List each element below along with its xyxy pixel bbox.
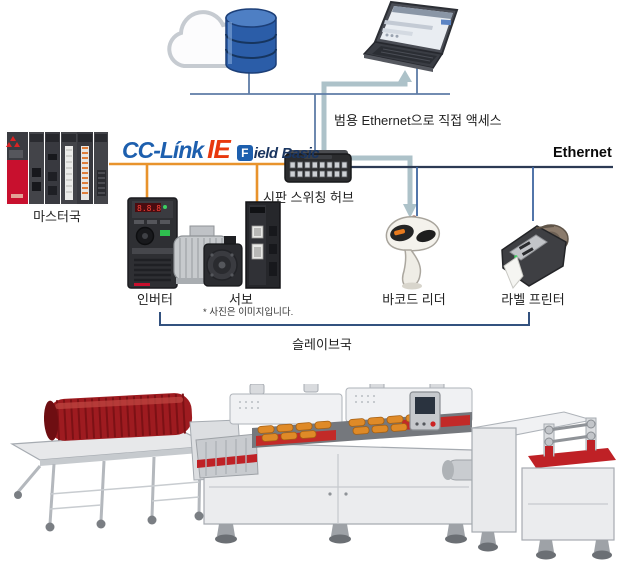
cloud-database-group	[167, 8, 277, 74]
switch-hub-icon	[284, 150, 352, 183]
direct-access-label: 범용 Ethernet으로 직접 액세스	[334, 113, 502, 128]
plc-master-station-icon	[5, 130, 109, 206]
servo-motor-icon	[203, 236, 243, 287]
photo-note: * 사진은 이미지입니다.	[203, 307, 294, 318]
servo-amplifier-with-motor-icon	[203, 201, 281, 289]
arrow-up-icon	[398, 70, 412, 82]
inverter-label: 인버터	[137, 292, 173, 307]
product-items	[257, 413, 423, 442]
logo-ield-text: ield	[253, 145, 278, 162]
logo-basic-text: Basic	[281, 145, 320, 162]
inverter-icon: 8.8.8	[127, 197, 178, 289]
arrow-down-icon	[403, 204, 417, 218]
red-material-roll	[43, 393, 193, 441]
hub-label: 시판 스위칭 허브	[263, 190, 354, 205]
takeup-unit	[442, 411, 616, 560]
barcode-reader-label: 바코드 리더	[382, 292, 446, 307]
production-line-machine-image	[9, 384, 616, 560]
gray-access-path-to-barcode	[349, 155, 413, 206]
slave-station-label: 슬레이브국	[292, 337, 352, 352]
label-printer-label: 라벨 프린터	[501, 292, 565, 307]
barcode-reader-icon	[385, 215, 440, 290]
label-printer-icon	[501, 224, 569, 289]
database-icon	[225, 8, 277, 74]
servo-label: 서보	[229, 292, 253, 307]
machine-feet	[215, 524, 467, 544]
machine-body	[189, 384, 473, 544]
servo-amplifier-icon	[245, 201, 281, 289]
master-station-label: 마스터국	[33, 209, 81, 224]
svg-text:8.8.8: 8.8.8	[137, 204, 161, 213]
ethernet-label: Ethernet	[553, 145, 612, 161]
logo-field-f-badge: F	[236, 145, 253, 161]
conveyor-table	[9, 431, 215, 532]
cclink-ie-field-basic-logo: CC-Línk IE F ield Basic	[122, 134, 320, 166]
logo-cclink-text: CC-Línk	[122, 137, 204, 163]
laptop-icon	[363, 0, 459, 72]
logo-ie-text: IE	[207, 134, 231, 164]
slave-bracket	[159, 312, 530, 326]
